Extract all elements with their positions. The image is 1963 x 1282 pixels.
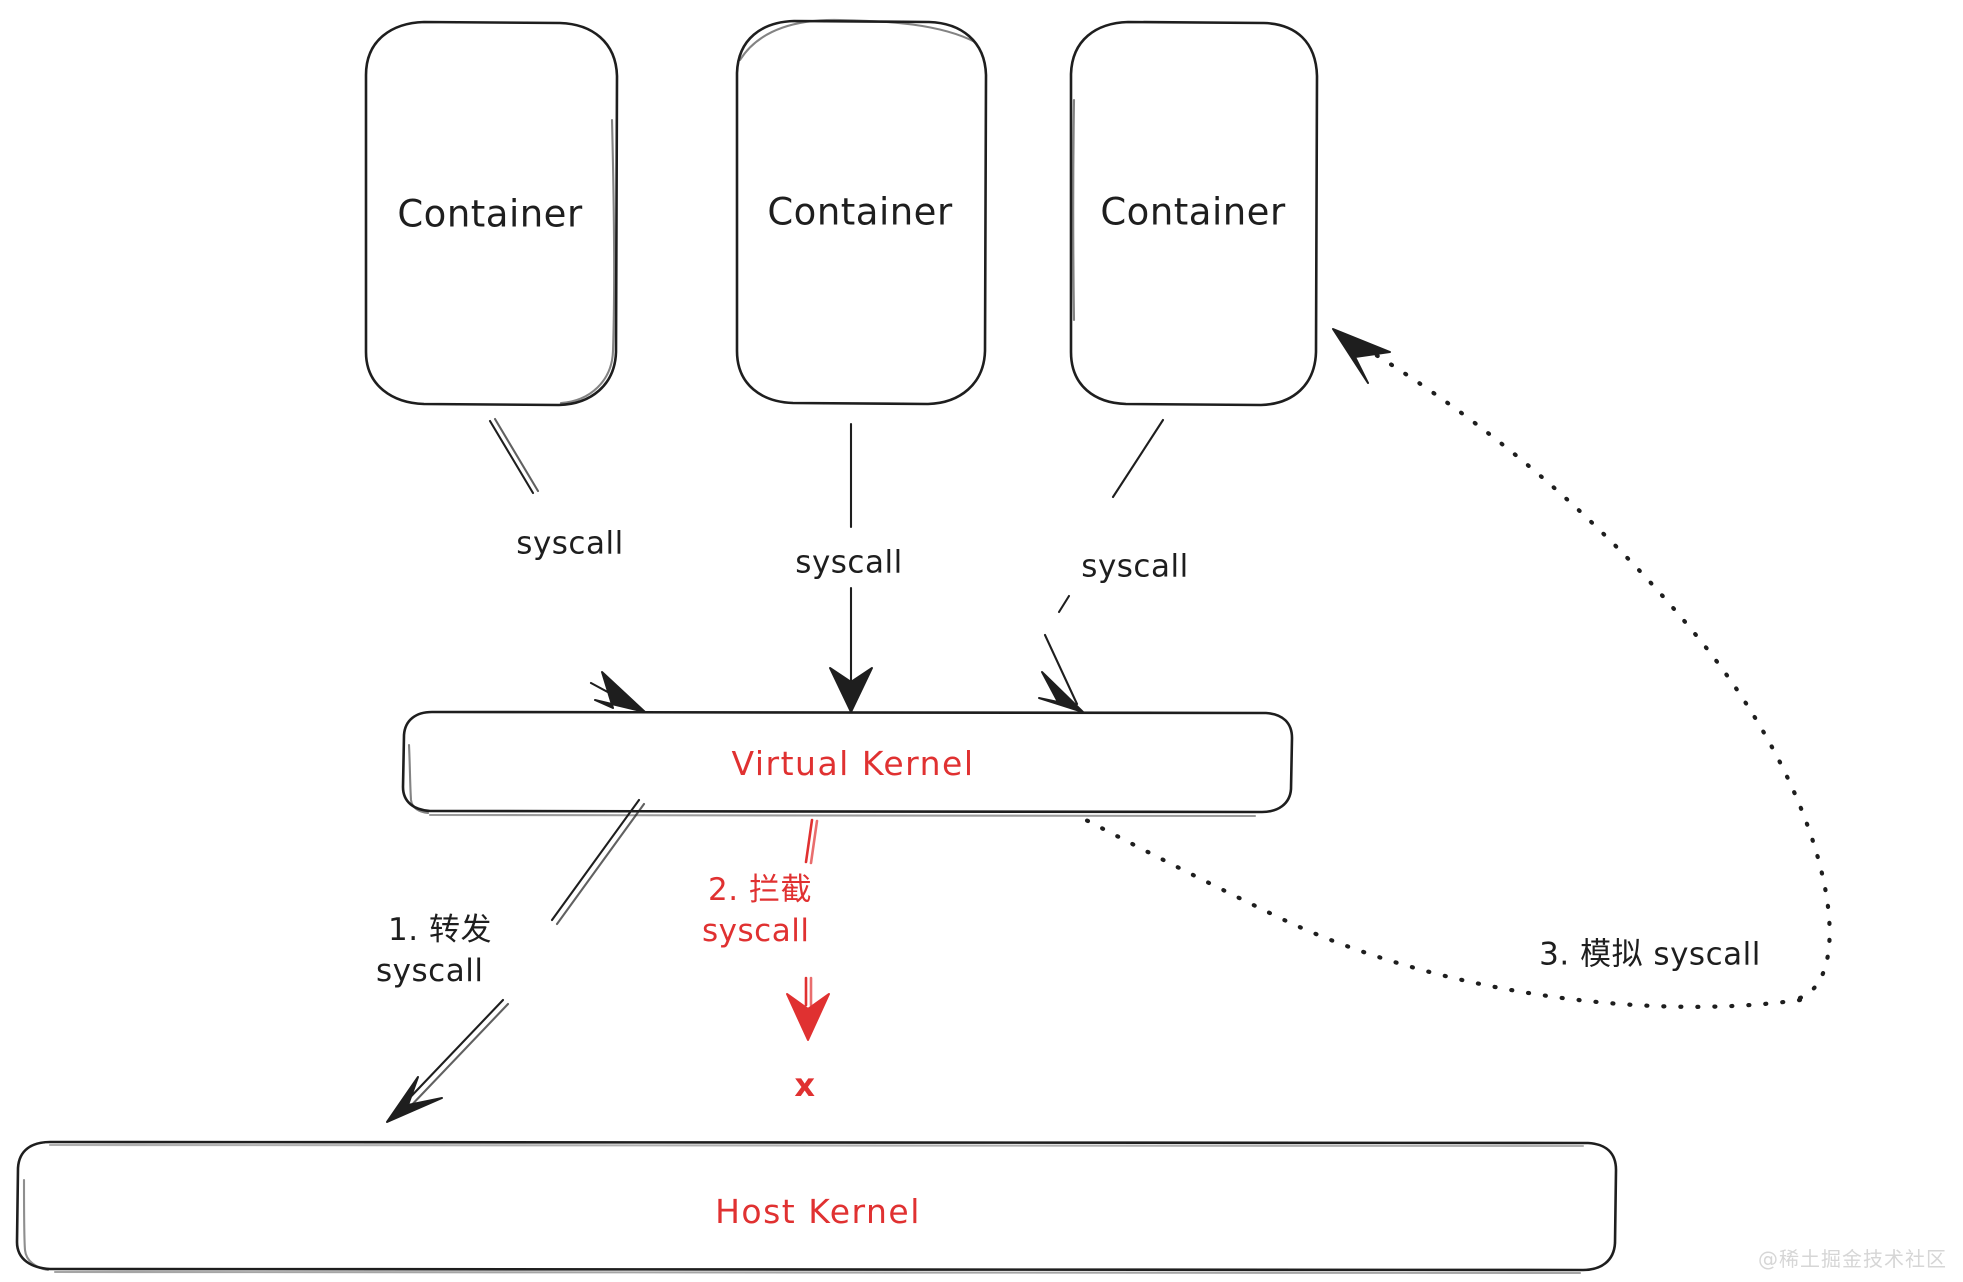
step-2-line-2: syscall xyxy=(702,912,810,949)
host-kernel-box[interactable] xyxy=(15,1140,1618,1275)
container-box-1[interactable] xyxy=(364,20,619,407)
syscall-label-2: syscall xyxy=(795,544,903,581)
syscall-label-3: syscall xyxy=(1081,548,1189,585)
step-1-line-2: syscall xyxy=(376,952,484,989)
container-box-2[interactable] xyxy=(735,18,988,406)
arrow-step-2-intercept xyxy=(786,818,830,1041)
syscall-label-1: syscall xyxy=(516,525,624,562)
container-box-3[interactable] xyxy=(1069,20,1319,407)
step-3-annotation: 3. 模拟 syscall xyxy=(1539,936,1761,973)
arrow-syscall-1 xyxy=(488,417,646,713)
step-2-line-1: 2. 拦截 xyxy=(708,872,812,908)
container-label-3: Container xyxy=(1100,190,1286,234)
container-label-2: Container xyxy=(767,190,953,234)
container-label-1: Container xyxy=(397,192,583,236)
step-2-annotation: 2. 拦截 syscall xyxy=(702,870,812,952)
arrow-step-1-forward xyxy=(386,798,646,1123)
step-1-annotation: 1. 转发 syscall xyxy=(376,910,492,992)
step-1-line-1: 1. 转发 xyxy=(388,912,492,948)
arrow-syscall-2 xyxy=(829,422,873,713)
virtual-kernel-box[interactable] xyxy=(401,710,1294,818)
arrow-step-3-emulate xyxy=(1075,328,1832,1009)
blocked-x-marker: x xyxy=(794,1065,816,1104)
watermark: @稀土掘金技术社区 xyxy=(1758,1247,1947,1271)
arrow-syscall-3 xyxy=(1038,418,1165,713)
host-kernel-label: Host Kernel xyxy=(715,1192,921,1232)
virtual-kernel-label: Virtual Kernel xyxy=(731,744,975,784)
